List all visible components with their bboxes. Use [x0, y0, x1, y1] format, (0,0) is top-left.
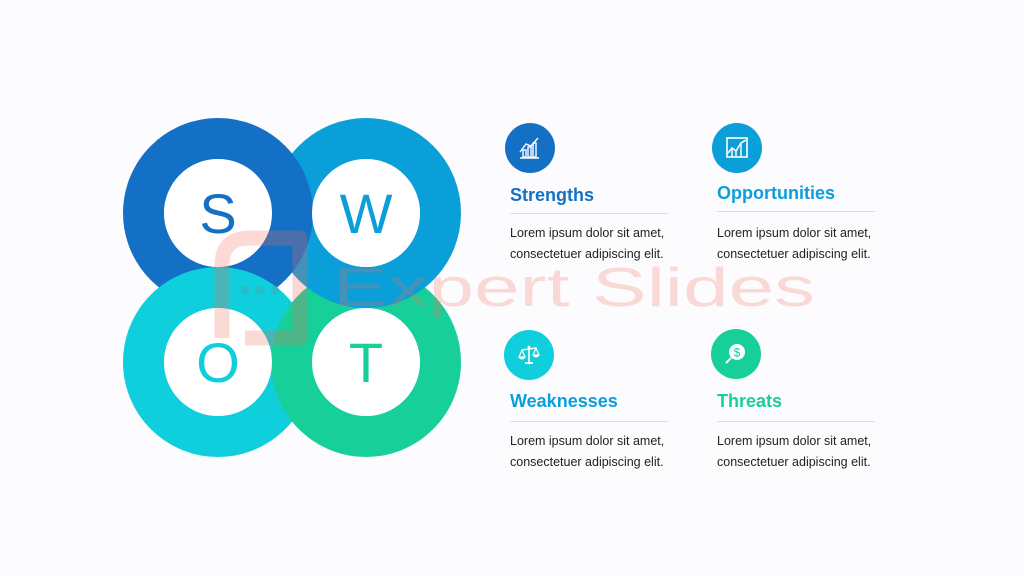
- ring-o-overlap: [138, 267, 285, 310]
- letter-s: S: [199, 182, 236, 245]
- strengths-icon-badge: [505, 123, 555, 173]
- card-strengths: Strengths Lorem ipsum dolor sit amet, co…: [505, 123, 670, 273]
- weaknesses-icon-badge: [504, 330, 554, 380]
- balance-scale-icon: [518, 345, 540, 364]
- letter-o: O: [196, 331, 240, 394]
- threats-divider: [717, 421, 875, 422]
- opportunities-body: Lorem ipsum dolor sit amet, consectetuer…: [717, 223, 897, 264]
- weaknesses-title: Weaknesses: [510, 391, 618, 411]
- line-chart-board-icon: [726, 137, 748, 158]
- weaknesses-body-line1: Lorem ipsum dolor sit amet,: [510, 434, 665, 448]
- opportunities-divider: [717, 211, 875, 212]
- threats-title: Threats: [717, 391, 783, 411]
- opportunities-title: Opportunities: [717, 183, 835, 203]
- card-opportunities: Opportunities Lorem ipsum dolor sit amet…: [712, 123, 877, 273]
- letter-t: T: [349, 331, 383, 394]
- strengths-divider: [510, 213, 668, 214]
- card-weaknesses: Weaknesses Lorem ipsum dolor sit amet, c…: [504, 330, 670, 480]
- opportunities-body-line2: consectetuer adipiscing elit.: [717, 246, 871, 261]
- strengths-title: Strengths: [510, 185, 595, 205]
- strengths-body-line1: Lorem ipsum dolor sit amet,: [510, 226, 665, 240]
- threats-icon-badge: $: [711, 329, 761, 379]
- letter-w: W: [340, 182, 393, 245]
- threats-body: Lorem ipsum dolor sit amet, consectetuer…: [717, 431, 897, 472]
- weaknesses-body-line2: consectetuer adipiscing elit.: [510, 454, 664, 469]
- threats-body-line2: consectetuer adipiscing elit.: [717, 454, 871, 469]
- dollar-search-icon: $: [725, 344, 745, 364]
- svg-text:$: $: [734, 346, 741, 360]
- opportunities-icon-badge: [712, 123, 762, 173]
- weaknesses-divider: [510, 421, 668, 422]
- threats-body-line1: Lorem ipsum dolor sit amet,: [717, 434, 872, 448]
- strengths-body-line2: consectetuer adipiscing elit.: [510, 246, 664, 261]
- card-threats: $ Threats Lorem ipsum dolor sit amet, co…: [711, 329, 877, 480]
- weaknesses-body: Lorem ipsum dolor sit amet, consectetuer…: [510, 431, 690, 472]
- opportunities-body-line1: Lorem ipsum dolor sit amet,: [717, 226, 872, 240]
- strengths-body: Lorem ipsum dolor sit amet, consectetuer…: [510, 223, 690, 264]
- bar-chart-growth-icon: [519, 137, 539, 159]
